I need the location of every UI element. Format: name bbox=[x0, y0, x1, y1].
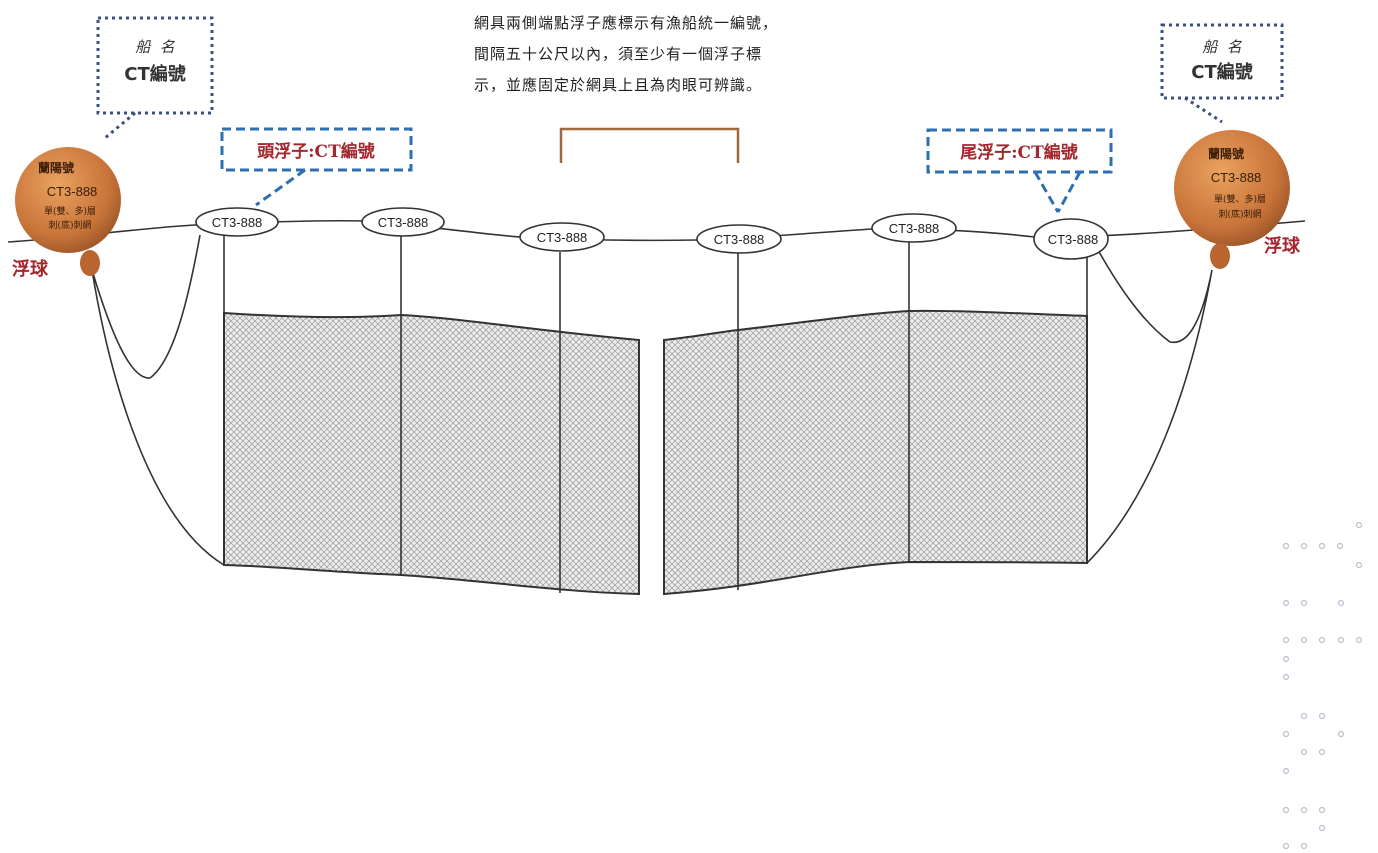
right-bridle bbox=[1086, 249, 1213, 564]
buoy-left: 蘭陽號 CT3-888 單(雙、多)層 刺(底)刺網 bbox=[15, 147, 121, 276]
callout-left-line2: CT編號 bbox=[124, 63, 186, 85]
callout-right-line1: 船 名 bbox=[1202, 38, 1243, 56]
tail-float-label: 尾浮子:CT編號 bbox=[960, 142, 1077, 163]
callout-right-buoy: 船 名 CT編號 bbox=[1160, 23, 1284, 124]
buoy-left-label: 浮球 bbox=[12, 258, 49, 280]
buoy-left-code: CT3-888 bbox=[47, 184, 98, 199]
regulation-note-line-2: 間隔五十公尺以內，須至少有一個浮子標 bbox=[474, 45, 763, 63]
drop-lines bbox=[223, 232, 1088, 593]
decorative-dots bbox=[1282, 521, 1363, 850]
buoy-right-name: 蘭陽號 bbox=[1208, 146, 1244, 161]
float-6-code: CT3-888 bbox=[1048, 232, 1099, 247]
buoy-right-code: CT3-888 bbox=[1211, 170, 1262, 185]
callout-right-line2: CT編號 bbox=[1191, 61, 1253, 83]
regulation-note-line-1: 網具兩側端點浮子應標示有漁船統一編號， bbox=[474, 14, 779, 32]
float-2-code: CT3-888 bbox=[378, 215, 429, 230]
float-5-code: CT3-888 bbox=[889, 221, 940, 236]
float-4: CT3-888 bbox=[696, 224, 782, 254]
buoy-left-small1: 單(雙、多)層 bbox=[44, 205, 96, 217]
regulation-note: 網具兩側端點浮子應標示有漁船統一編號， 間隔五十公尺以內，須至少有一個浮子標 示… bbox=[474, 8, 854, 101]
float-1-code: CT3-888 bbox=[212, 215, 263, 230]
float-2: CT3-888 bbox=[361, 207, 445, 237]
callout-left-line1: 船 名 bbox=[135, 38, 176, 56]
buoy-right-small1: 單(雙、多)層 bbox=[1214, 193, 1266, 205]
buoy-right: 蘭陽號 CT3-888 單(雙、多)層 刺(底)刺網 bbox=[1174, 130, 1290, 269]
float-3: CT3-888 bbox=[519, 222, 605, 252]
buoy-left-name: 蘭陽號 bbox=[38, 160, 74, 175]
net-panel-left bbox=[223, 311, 640, 596]
float-5: CT3-888 bbox=[871, 213, 957, 243]
callout-tail-float: 尾浮子:CT編號 bbox=[926, 128, 1113, 213]
regulation-note-line-3: 示，並應固定於網具上且為肉眼可辨識。 bbox=[474, 76, 763, 94]
float-6: CT3-888 bbox=[1033, 218, 1109, 260]
buoy-left-small2: 刺(底)刺網 bbox=[48, 219, 91, 231]
net-panel-right bbox=[663, 309, 1088, 596]
head-float-label: 頭浮子:CT編號 bbox=[257, 141, 374, 162]
float-4-code: CT3-888 bbox=[714, 232, 765, 247]
float-1: CT3-888 bbox=[195, 207, 279, 237]
center-bracket bbox=[559, 127, 740, 163]
callout-left-buoy: 船 名 CT編號 bbox=[96, 16, 214, 140]
buoy-right-small2: 刺(底)刺網 bbox=[1218, 208, 1261, 220]
callout-head-float: 頭浮子:CT編號 bbox=[220, 127, 413, 207]
float-3-code: CT3-888 bbox=[537, 230, 588, 245]
buoy-right-label: 浮球 bbox=[1264, 235, 1301, 257]
left-bridle bbox=[91, 234, 225, 566]
